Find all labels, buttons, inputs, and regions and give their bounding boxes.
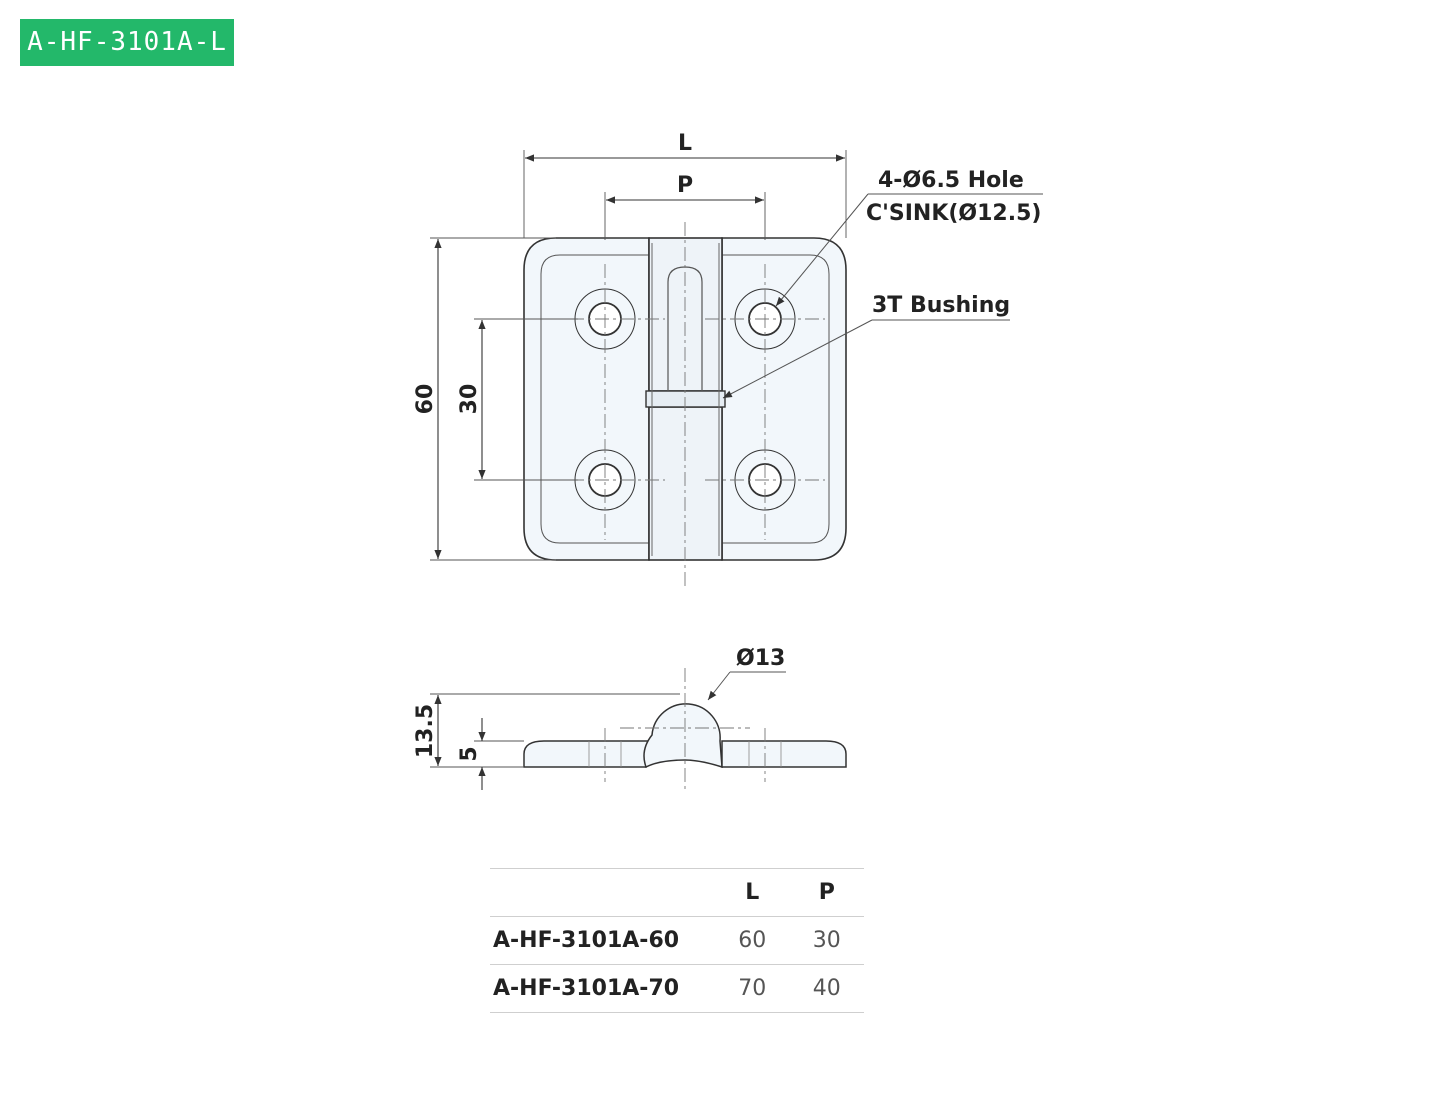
row-p: 30 [812, 928, 841, 953]
table-row: A-HF-3101A-60 60 30 [490, 917, 864, 965]
dim-plate-thickness-label: 5 [457, 746, 482, 761]
row-l: 60 [738, 928, 767, 953]
header-p: P [818, 880, 835, 905]
dim-total-thickness-label: 13.5 [413, 704, 438, 758]
hinge-top-view: L P 60 30 4-Ø6.5 Hole C'SINK(Ø12.5) 3T B… [413, 131, 1043, 590]
callout-pin-diameter: Ø13 [736, 646, 785, 671]
product-code-badge: A-HF-3101A-L [20, 19, 234, 66]
dim-height-label: 60 [413, 384, 438, 415]
header-model [490, 869, 715, 917]
spec-table: L P A-HF-3101A-60 60 30 A-HF-3101A-70 70… [490, 868, 864, 1013]
side-knuckle [643, 703, 723, 769]
callout-bushing: 3T Bushing [872, 293, 1010, 318]
hinge-side-view: 13.5 5 Ø13 [413, 646, 847, 790]
side-left-leaf [523, 740, 654, 768]
left-leaf [523, 237, 650, 561]
side-right-leaf [721, 740, 847, 768]
table-row: A-HF-3101A-70 70 40 [490, 965, 864, 1013]
knuckle-lower [648, 406, 723, 561]
header-l: L [745, 880, 760, 905]
row-model: A-HF-3101A-60 [493, 928, 680, 953]
table-header-row: L P [490, 868, 864, 917]
dim-l-label: L [678, 131, 692, 156]
left-leaf-inner-edge [540, 254, 649, 544]
callout-hole-line1: 4-Ø6.5 Hole [878, 168, 1024, 193]
row-l: 70 [738, 976, 767, 1001]
callout-hole-line2: C'SINK(Ø12.5) [866, 201, 1041, 226]
right-leaf [721, 237, 847, 561]
bushing [645, 390, 726, 408]
row-p: 40 [812, 976, 841, 1001]
dim-hole-spacing-label: 30 [457, 384, 482, 415]
knuckle-upper [648, 237, 723, 392]
row-model: A-HF-3101A-70 [493, 976, 680, 1001]
dim-p-label: P [677, 173, 693, 198]
